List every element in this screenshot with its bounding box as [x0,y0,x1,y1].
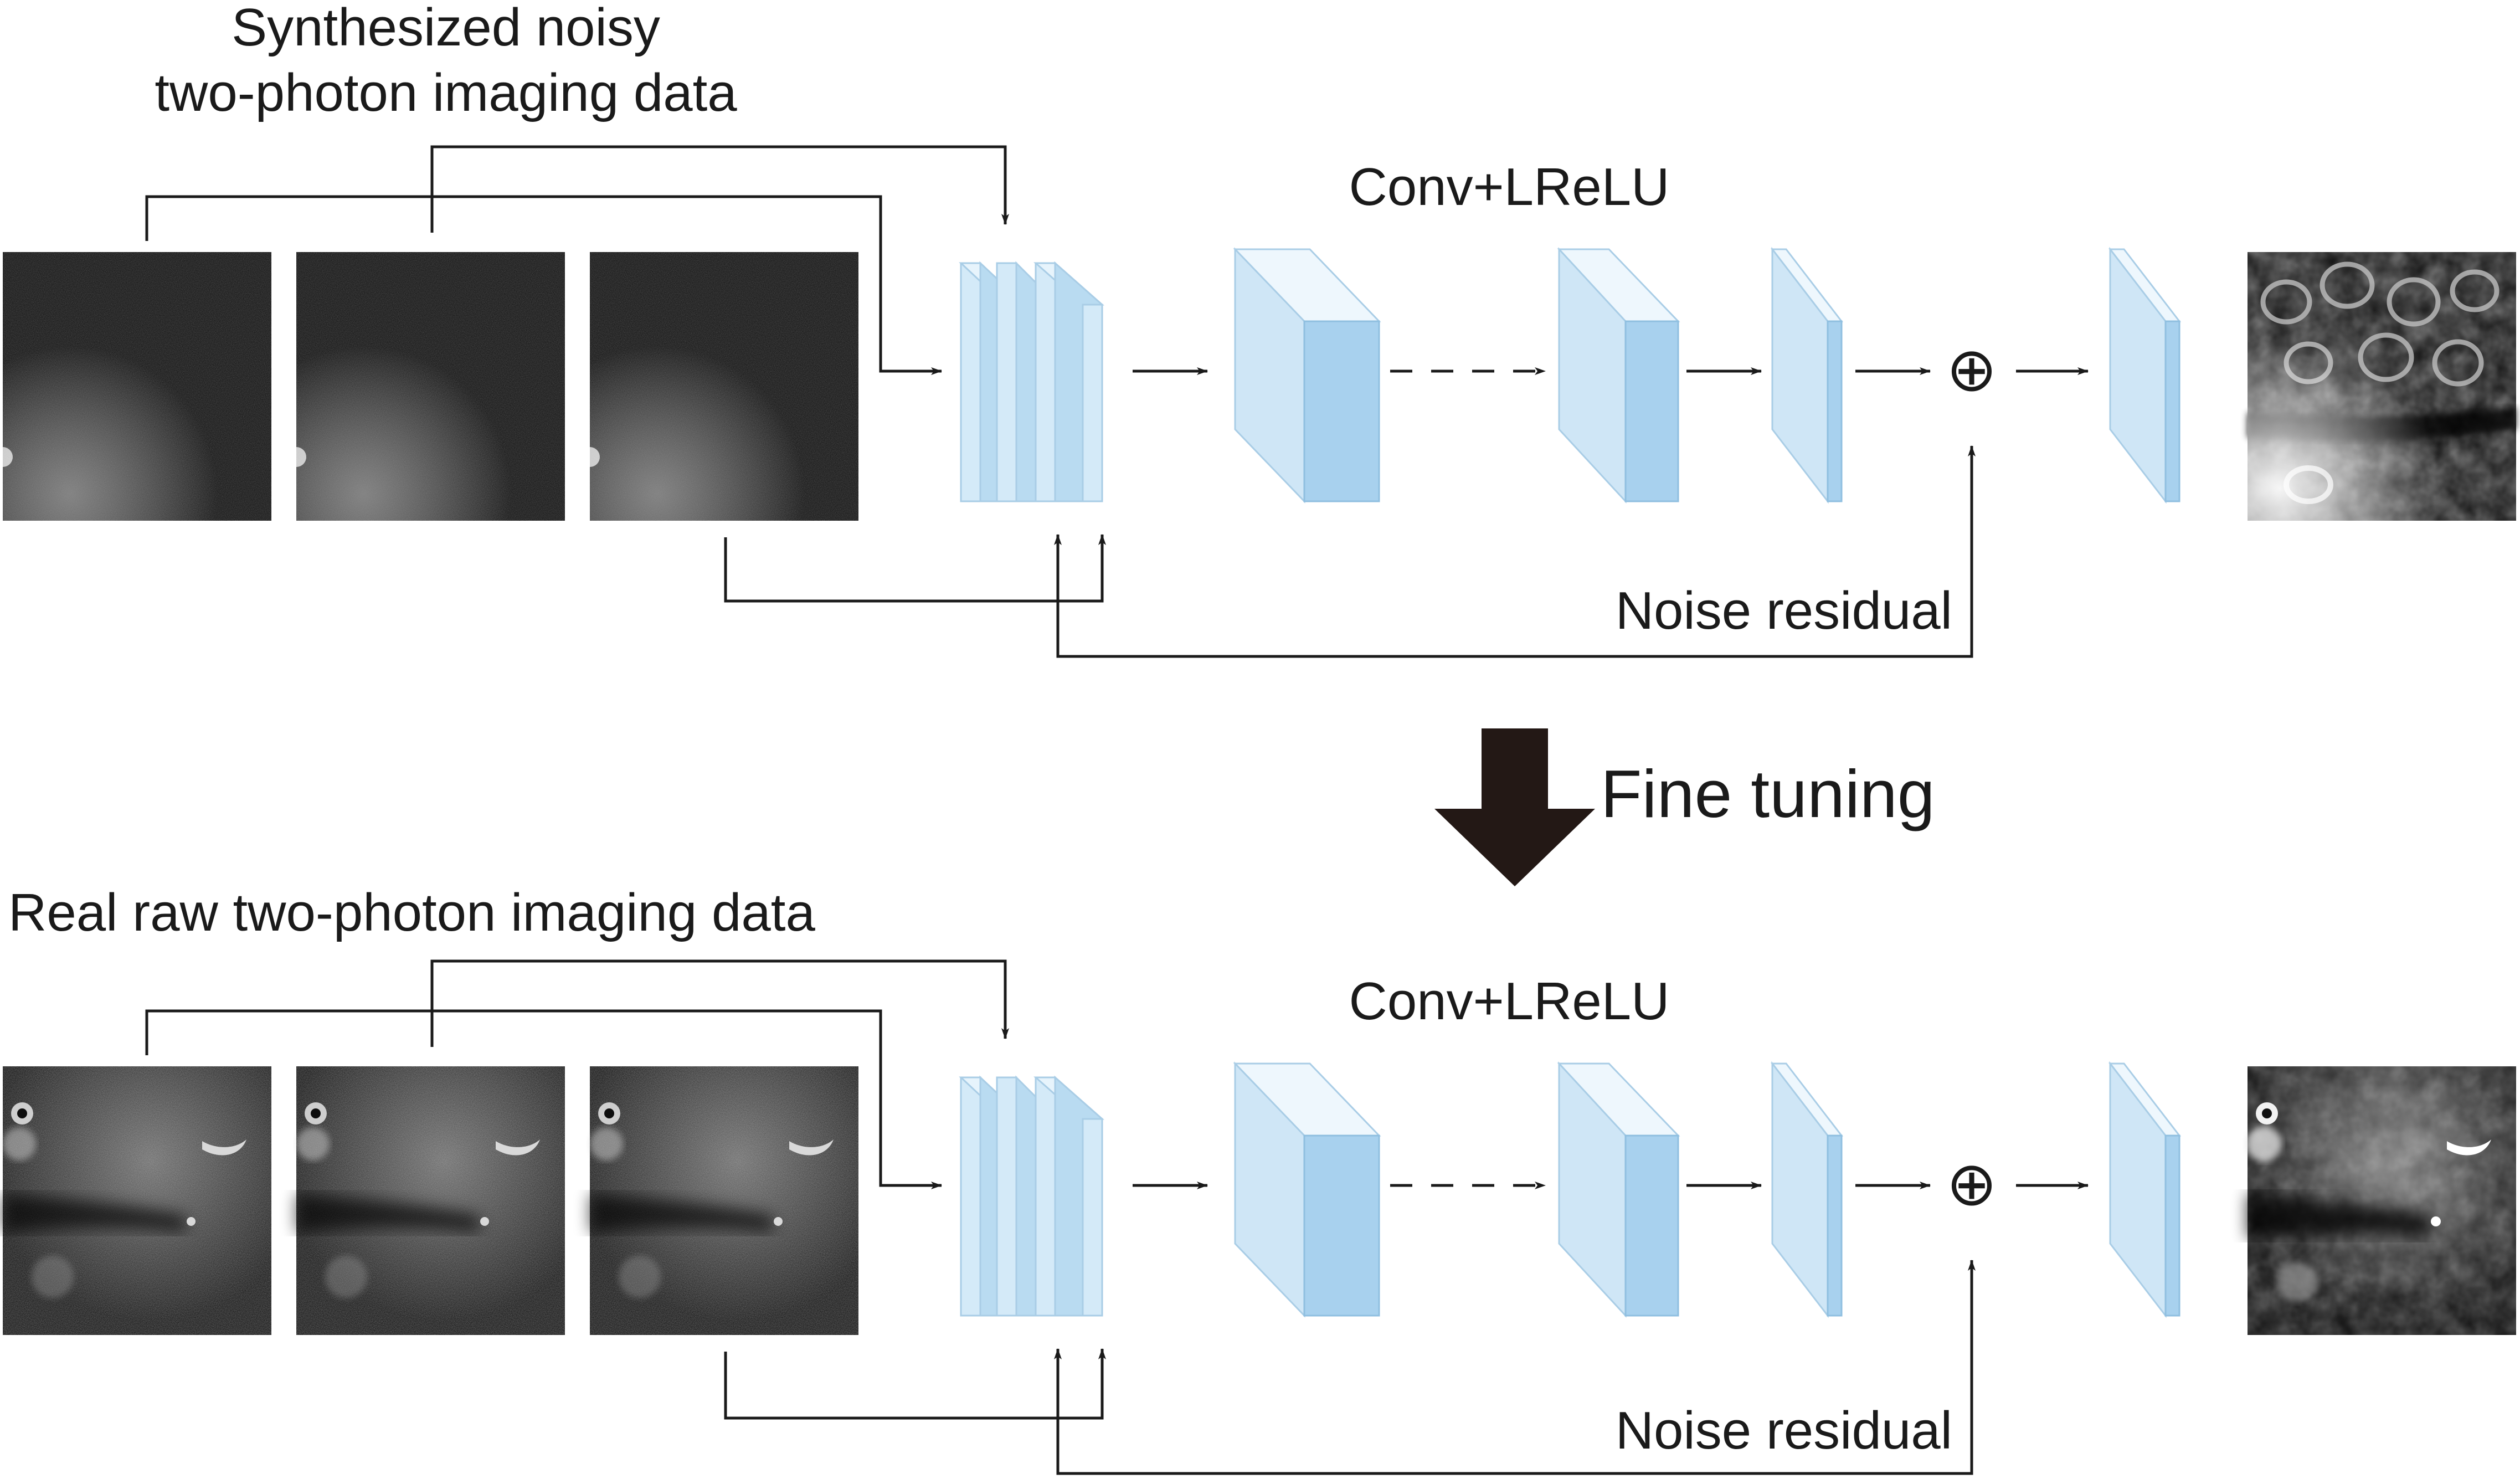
top-output-frame [2248,252,2516,521]
top-input-frame-3 [580,252,858,521]
bottom-input-frame-2 [296,1066,565,1335]
top-input-frame-2 [286,252,565,521]
fine-tuning-label: Fine tuning [1601,756,1935,831]
bottom-input-frame-3 [590,1066,858,1335]
fine-tuning-arrow [1434,728,1595,886]
bottom-input-frames [3,1066,858,1335]
top-input-label-line1: Synthesized noisy [232,0,660,57]
top-connectors [145,145,1976,658]
bottom-input-frame-1 [3,1066,271,1335]
top-section: Synthesized noisy two-photon imaging dat… [0,0,2516,658]
top-residual-label: Noise residual [1616,581,1952,640]
top-layer-label: Conv+LReLU [1349,157,1670,217]
bottom-layer-label: Conv+LReLU [1349,972,1670,1031]
top-input-label-line2: two-photon imaging data [155,63,737,122]
transition: Fine tuning [1434,728,1935,886]
bottom-output-frame [2246,1066,2516,1335]
bottom-connectors [145,959,1976,1475]
bottom-residual-label: Noise residual [1616,1401,1952,1460]
bottom-add-operator: ⊕ [1946,1150,1997,1218]
bottom-input-label: Real raw two-photon imaging data [8,883,815,942]
top-input-frames [0,252,858,521]
top-input-frame-1 [0,252,271,521]
top-add-operator: ⊕ [1946,336,1997,404]
bottom-section: Real raw two-photon imaging data Conv+LR… [3,883,2516,1475]
